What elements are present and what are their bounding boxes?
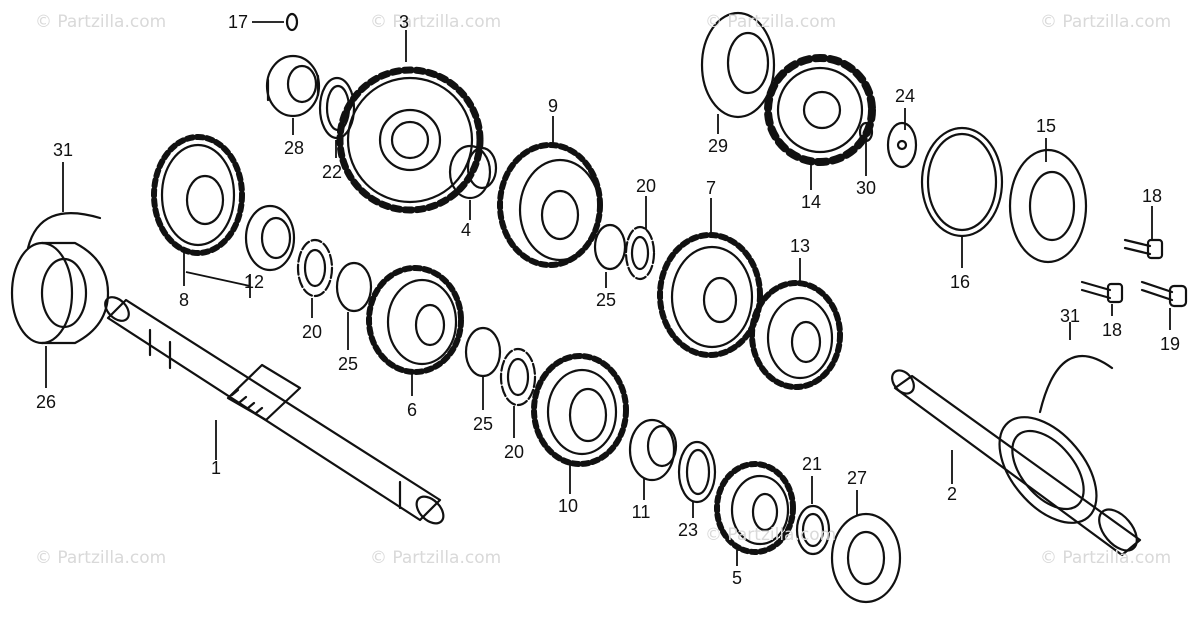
pin-17 (285, 12, 299, 32)
circlip-31a (26, 211, 102, 250)
main-shaft (104, 296, 445, 525)
callout-15: 15 (1035, 116, 1057, 136)
oil-seal-29 (700, 11, 776, 119)
callout-27: 27 (846, 468, 868, 488)
circlip-25c (593, 223, 627, 271)
callout-18-upper: 18 (1141, 186, 1163, 206)
callout-4: 4 (460, 220, 472, 240)
callout-30: 30 (855, 178, 877, 198)
callout-11: 11 (631, 502, 651, 522)
gear-7 (657, 232, 763, 358)
gear-13 (749, 280, 843, 390)
counter-shaft (891, 369, 1142, 557)
callout-5: 5 (731, 568, 743, 588)
callout-20-upper: 20 (635, 176, 657, 196)
circlip-31b (1038, 354, 1114, 414)
drive-sprocket-14 (764, 54, 876, 166)
washer-21 (795, 504, 831, 556)
callout-25-left: 25 (337, 354, 359, 374)
gear-3 (336, 66, 484, 214)
sprocket-plate-15 (1008, 148, 1088, 264)
gear-6 (366, 265, 464, 375)
watermark-bottom-mid: © Partzilla.com (705, 525, 837, 545)
bearing-28 (265, 54, 321, 118)
callout-2: 2 (946, 484, 958, 504)
callout-25-lower: 25 (472, 414, 494, 434)
washer-20a (296, 238, 334, 298)
bolt-18a (1123, 238, 1164, 260)
callout-24: 24 (894, 86, 916, 106)
callout-20-left: 20 (301, 322, 323, 342)
callout-23: 23 (677, 520, 699, 540)
callout-31-right: 31 (1059, 306, 1081, 326)
gear-9 (497, 142, 603, 268)
watermark-bottom-right: © Partzilla.com (1040, 548, 1172, 568)
watermark-top-mid: © Partzilla.com (705, 12, 837, 32)
callout-14: 14 (800, 192, 822, 212)
gear-5 (714, 461, 796, 555)
callout-20-lower: 20 (503, 442, 525, 462)
callout-13: 13 (789, 236, 811, 256)
callout-25-upper: 25 (595, 290, 617, 310)
callout-7: 7 (705, 178, 717, 198)
bolt-19 (1140, 280, 1188, 308)
watermark-top-right: © Partzilla.com (1040, 12, 1172, 32)
washer-30 (858, 121, 874, 143)
callout-10: 10 (557, 496, 579, 516)
collar-12 (244, 204, 296, 272)
callout-6: 6 (406, 400, 418, 420)
watermark-top-center: © Partzilla.com (370, 12, 502, 32)
gasket-16 (920, 126, 1004, 238)
washer-24 (886, 121, 918, 169)
callout-12: 12 (243, 272, 265, 292)
callout-9: 9 (547, 96, 559, 116)
bushing-11 (628, 418, 678, 482)
circlip-25b (464, 326, 502, 378)
washer-23 (677, 440, 717, 504)
watermark-top-left: © Partzilla.com (35, 12, 167, 32)
callout-3: 3 (398, 12, 410, 32)
bearing-26 (10, 241, 110, 345)
washer-20b (499, 347, 537, 407)
callout-22: 22 (321, 162, 343, 182)
washer-22 (318, 76, 356, 140)
gear-8 (151, 134, 245, 256)
callout-19: 19 (1159, 334, 1181, 354)
watermark-bottom-center: © Partzilla.com (370, 548, 502, 568)
callout-1: 1 (210, 458, 222, 478)
callout-28: 28 (283, 138, 305, 158)
watermark-bottom-left: © Partzilla.com (35, 548, 167, 568)
callout-29: 29 (707, 136, 729, 156)
gear-10 (531, 353, 629, 467)
callout-31-left: 31 (52, 140, 74, 160)
callout-18-lower: 18 (1101, 320, 1123, 340)
callout-17: 17 (227, 12, 249, 32)
bolt-18b (1080, 280, 1124, 304)
bushing-4 (448, 144, 498, 200)
callout-8: 8 (178, 290, 190, 310)
callout-26: 26 (35, 392, 57, 412)
callout-21: 21 (801, 454, 823, 474)
washer-20c (624, 225, 656, 281)
circlip-25a (335, 261, 373, 313)
bearing-27 (830, 512, 902, 604)
callout-16: 16 (949, 272, 971, 292)
